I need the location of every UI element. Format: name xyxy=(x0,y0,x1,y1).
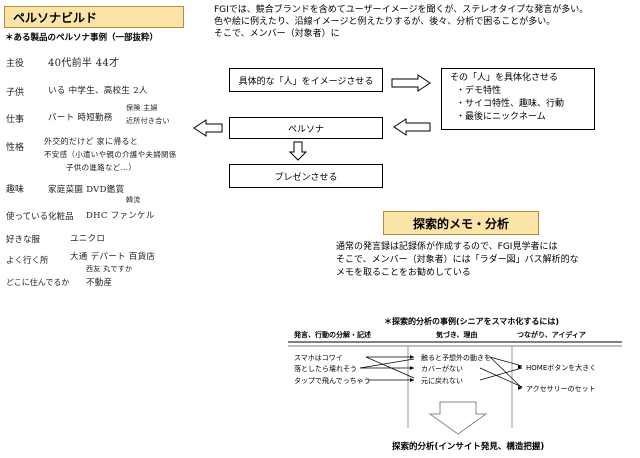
persona-example-heading: ＊ある製品のペルソナ事例（一部抜粋） xyxy=(5,33,159,43)
case-study-bottom-label: 探索的分析(インサイト発見、構造把握) xyxy=(392,442,545,452)
concretize-title: その「人」を具体化させる xyxy=(450,73,559,83)
persona-value-clothes: ユニクロ xyxy=(70,234,106,244)
arrow-left-icon xyxy=(393,118,431,136)
flow-box-concretize: その「人」を具体化させる ・デモ特性 ・サイコ特性、趣味、行動 ・最後にニックネ… xyxy=(441,68,595,130)
intro-line-2: 色や絵に例えたり、沿線イメージと例えたりするが、後々、分析で困ることが多い。 xyxy=(214,17,556,27)
big-down-arrow-icon xyxy=(428,401,488,435)
persona-extra-places: 西友 丸ですか xyxy=(86,265,133,273)
col-header-ideas: つながり、アイディア xyxy=(517,331,586,339)
flow-box-present: プレゼンさせる xyxy=(229,164,383,188)
persona-value-personality: 外交的だけど 家に帰ると xyxy=(44,137,139,146)
idea-2: アクセサリーのセット xyxy=(526,385,596,393)
persona-value-children: いる 中学生、高校生 2人 xyxy=(48,86,148,96)
insight-2: カバーがない xyxy=(421,365,463,373)
persona-value-residence: 不動産 xyxy=(86,278,113,288)
persona-label-hobby: 趣味 xyxy=(6,185,25,195)
statement-1: スマホはコワイ xyxy=(294,354,343,362)
persona-label-work: 仕事 xyxy=(6,115,25,125)
flow-box-imagine: 具体的な「人」をイメージさせる xyxy=(229,68,383,92)
concretize-item-psycho: ・サイコ特性、趣味、行動 xyxy=(456,99,565,109)
persona-build-title: ペルソナビルド xyxy=(4,6,184,28)
col-header-statements: 発言、行動の分解・記述 xyxy=(294,331,371,339)
statement-3: タップで飛んでっちゃう xyxy=(294,377,371,385)
persona-label-places: よく行く所 xyxy=(6,256,49,266)
persona-value-places: 大通 デパート 百貨店 xyxy=(70,252,156,262)
intro-line-1: FGIでは、競合ブランドを含めてユーザーイメージを聞くが、ステレオタイプな発言が… xyxy=(214,5,589,15)
arrow-right-icon xyxy=(391,74,431,92)
persona-value-work: パート 時短勤務 xyxy=(48,113,113,123)
persona-label-residence: どこに住んでるか xyxy=(6,278,70,287)
persona-value-cosmetics: DHC ファンケル xyxy=(86,211,155,221)
persona-extra-work-1: 保険 主婦 xyxy=(126,104,158,112)
idea-1: HOMEボタンを大きく xyxy=(526,364,597,372)
flow-box-persona: ペルソナ xyxy=(229,117,383,139)
exploratory-desc-2: そこで、メンバー（対象者）には「ラダー図」バス解析的な xyxy=(336,255,579,265)
insight-3: 元に戻れない xyxy=(421,377,463,385)
insight-1: 触ると予想外の動きを xyxy=(421,354,491,362)
persona-extra-hobby: 韓流 xyxy=(126,196,141,204)
col-header-insights: 気づき、理由 xyxy=(436,331,478,339)
persona-label-main: 主役 xyxy=(6,59,25,69)
persona-extra-work-2: 近所付き合い xyxy=(126,117,170,125)
case-study-heading: ＊探索的分析の事例(シニアをスマホ化するには) xyxy=(384,317,560,326)
intro-line-3: そこで、メンバー（対象者）に xyxy=(214,29,340,39)
persona-value-personality-2: 不安感（小遣いや親の介護や夫婦関係 xyxy=(44,150,177,159)
persona-label-children: 子供 xyxy=(6,88,25,98)
persona-label-personality: 性格 xyxy=(6,143,25,153)
statement-2: 落としたら壊れそう xyxy=(294,365,357,373)
exploratory-desc-1: 通常の発言録は記録係が作成するので、FGI見学者には xyxy=(336,242,558,252)
exploratory-title: 探索的メモ・分析 xyxy=(383,211,539,235)
persona-label-clothes: 好きな服 xyxy=(6,235,41,245)
persona-value-main: 40代前半 44才 xyxy=(48,58,120,69)
persona-value-hobby: 家庭菜園 DVD鑑賞 xyxy=(48,185,125,195)
persona-value-personality-3: 子供の進路など…） xyxy=(66,163,137,172)
exploratory-desc-3: メモを取ることをお勧めしている xyxy=(336,268,471,278)
arrow-left-persona-icon xyxy=(193,119,223,137)
concretize-item-nickname: ・最後にニックネーム xyxy=(456,112,546,122)
concretize-item-demo: ・デモ特性 xyxy=(456,86,502,96)
arrow-down-icon xyxy=(288,141,308,161)
persona-label-cosmetics: 使っている化粧品 xyxy=(6,212,74,222)
